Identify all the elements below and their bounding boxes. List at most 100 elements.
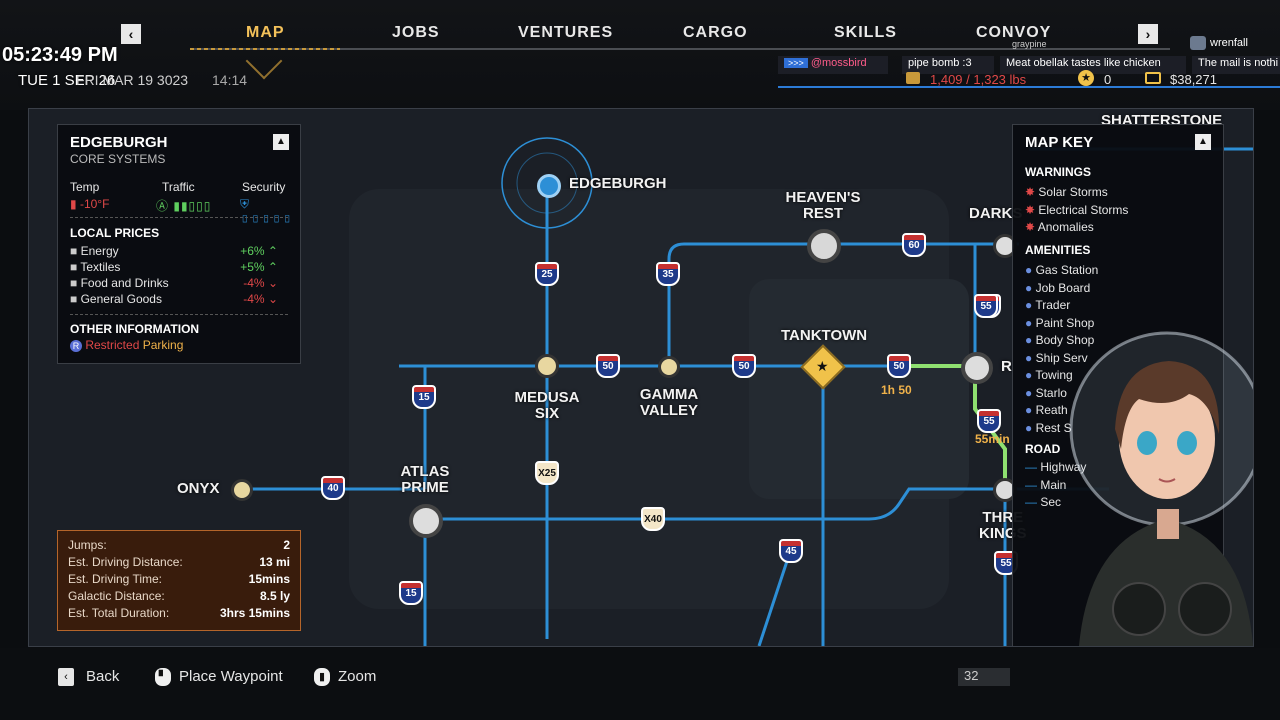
- system-info-panel: EDGEBURGH CORE SYSTEMS ▲ Temp ▮ -10°F Tr…: [57, 124, 301, 364]
- map-key-item: ✸ Solar Storms: [1025, 185, 1108, 199]
- city-node-heavens-rest[interactable]: [807, 229, 841, 263]
- cargo-weight: 1,409 / 1,323 lbs: [930, 72, 1027, 87]
- trip-label: Jumps:: [68, 538, 107, 552]
- divider: [70, 217, 288, 218]
- city-node-r[interactable]: [961, 352, 993, 384]
- city-label-r: R: [1001, 358, 1012, 375]
- temp-label: Temp: [70, 180, 100, 194]
- map-key-icon: ✸: [1025, 185, 1039, 199]
- city-node-medusa-six[interactable]: [535, 354, 559, 378]
- back-hint[interactable]: Back: [86, 668, 120, 685]
- city-node-edgeburgh[interactable]: [537, 174, 561, 198]
- highway-shield: 55: [977, 409, 1001, 433]
- tab-ventures[interactable]: VENTURES: [518, 24, 614, 41]
- map-key-icon: ●: [1025, 350, 1036, 365]
- back-key-icon: ‹: [58, 668, 74, 686]
- map-key-item: ✸ Anomalies: [1025, 220, 1094, 234]
- highway-shield: 55: [974, 294, 998, 318]
- user-avatar-icon: [1190, 36, 1206, 50]
- price-row: ■ Energy+6% ⌃: [70, 244, 290, 258]
- security-label: Security: [242, 180, 286, 194]
- city-node-onyx[interactable]: [231, 479, 253, 501]
- realtime-date: TUE 1 SEP 26: [18, 72, 116, 89]
- map-key-item: ✸ Electrical Storms: [1025, 203, 1128, 217]
- highway-shield: 50: [596, 354, 620, 378]
- chat-user: @mossbird: [810, 57, 867, 69]
- map-key-icon: —: [1025, 495, 1041, 509]
- map-key-icon: —: [1025, 460, 1041, 474]
- map-key-label: Anomalies: [1037, 220, 1094, 234]
- map-key-label: Electrical Storms: [1038, 202, 1129, 217]
- city-label-gamma-valley: GAMMA VALLEY: [639, 386, 699, 419]
- map-key-item: ● Ship Serv: [1025, 351, 1088, 365]
- highway-shield: X40: [641, 507, 665, 531]
- highway-shield: 25: [535, 262, 559, 286]
- map-key-icon: ✸: [1025, 220, 1038, 234]
- temp-value: ▮ -10°F: [70, 197, 109, 211]
- price-change: +5% ⌃: [240, 260, 278, 274]
- route-time-label: 55min: [975, 432, 1010, 446]
- parking-text: Parking: [142, 338, 184, 352]
- map-key-item: ● Reath: [1025, 403, 1068, 417]
- nav-active-indicator: [190, 48, 340, 50]
- highway-shield: 45: [779, 539, 803, 563]
- map-key-label: Body Shop: [1035, 333, 1095, 347]
- collapse-button[interactable]: ▲: [273, 134, 289, 150]
- tab-skills[interactable]: SKILLS: [834, 24, 897, 41]
- realtime-clock: 05:23:49 PM: [2, 44, 118, 66]
- zoom-hint[interactable]: Zoom: [338, 668, 377, 685]
- map-key-item: — Highway: [1025, 460, 1086, 474]
- tab-jobs[interactable]: JOBS: [392, 24, 440, 41]
- trip-label: Est. Total Duration:: [68, 606, 170, 620]
- map-key-label: Job Board: [1035, 280, 1091, 295]
- collapse-button[interactable]: ▲: [1195, 134, 1211, 150]
- tab-convoy[interactable]: CONVOY: [976, 24, 1052, 41]
- highway-shield: 50: [732, 354, 756, 378]
- city-label-tanktown: TANKTOWN: [781, 327, 868, 344]
- trip-label: Est. Driving Time:: [68, 572, 163, 586]
- game-date: FRI MAR 19 3023: [76, 72, 189, 88]
- place-waypoint-hint[interactable]: Place Waypoint: [179, 668, 283, 685]
- trip-row: Galactic Distance:8.5 ly: [68, 589, 290, 603]
- chat-message: Meat obellak tastes like chicken: [1000, 56, 1186, 74]
- map-key-icon: —: [1025, 477, 1041, 492]
- map-key-icon: ✸: [1025, 202, 1039, 217]
- map-key-icon: ●: [1025, 368, 1036, 382]
- chat-message: pipe bomb :3: [902, 56, 994, 74]
- city-label-atlas-prime: ATLAS PRIME: [400, 463, 450, 496]
- tab-map[interactable]: MAP: [246, 24, 285, 41]
- highway-shield: 50: [887, 354, 911, 378]
- map-key-item: ● Paint Shop: [1025, 316, 1094, 330]
- map-key-icon: ●: [1025, 420, 1036, 435]
- city-label-onyx: ONYX: [177, 480, 220, 497]
- map-key-icon: ●: [1025, 333, 1036, 347]
- current-location-star-icon: ★: [816, 358, 829, 374]
- map-key-label: Starlo: [1035, 385, 1067, 400]
- chevron-left-icon[interactable]: ‹: [121, 24, 141, 44]
- commodity-icon: ■: [70, 244, 81, 258]
- tab-cargo[interactable]: CARGO: [683, 24, 748, 41]
- trip-value: 15mins: [248, 572, 290, 586]
- map-key-item: ● Starlo: [1025, 386, 1067, 400]
- city-node-gamma-valley[interactable]: [658, 356, 680, 378]
- city-node-atlas-prime[interactable]: [409, 504, 443, 538]
- chat-progress-line: [778, 86, 1280, 88]
- trip-row: Est. Total Duration:3hrs 15mins: [68, 606, 290, 620]
- map-key-item: ● Gas Station: [1025, 263, 1098, 277]
- mouse-scroll-icon: ▮: [314, 668, 330, 686]
- commodity-name: Textiles: [80, 260, 121, 274]
- commodity-name: General Goods: [80, 292, 162, 306]
- chevron-right-icon[interactable]: ›: [1138, 24, 1158, 44]
- chat-message: >>> @mossbird: [778, 56, 888, 74]
- commodity-name: Food and Drinks: [80, 276, 169, 290]
- trip-row: Jumps:2: [68, 538, 290, 552]
- map-key-icon: ●: [1025, 263, 1036, 277]
- galaxy-map[interactable]: ★ EDGEBURGH HEAVEN'S REST DARKS TANKTOWN…: [28, 108, 1254, 647]
- commodity-icon: ■: [70, 292, 81, 306]
- bottom-bar: [0, 648, 1280, 720]
- map-key-label: Gas Station: [1035, 263, 1099, 277]
- mouse-left-icon: ▘: [155, 668, 171, 686]
- map-key-label: Paint Shop: [1035, 315, 1095, 330]
- traffic-label: Traffic: [162, 180, 195, 194]
